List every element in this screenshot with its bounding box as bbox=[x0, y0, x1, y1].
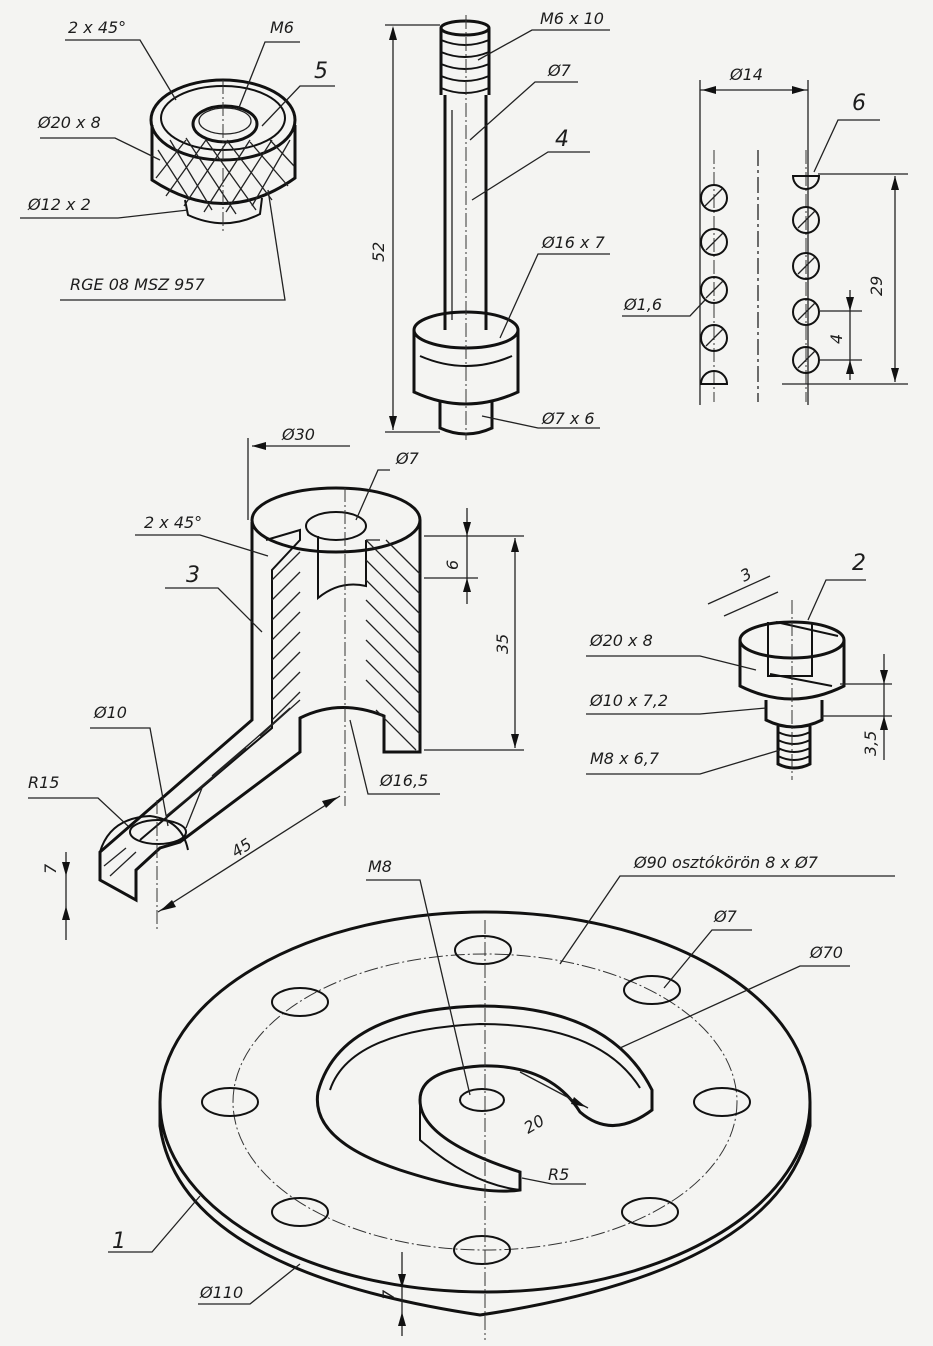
part3-thickness-label: 7 bbox=[41, 863, 60, 874]
part4-thread-label: M6 x 10 bbox=[540, 9, 604, 28]
part2-necklen-label: 3,5 bbox=[861, 731, 880, 756]
part3-bore-label: Ø7 bbox=[395, 449, 420, 468]
part4-number: 4 bbox=[555, 127, 569, 152]
part4-end-label: Ø7 x 6 bbox=[541, 409, 595, 428]
part6-length-label: 29 bbox=[867, 276, 886, 296]
part6-number: 6 bbox=[852, 91, 866, 116]
part3-armhole-label: Ø10 bbox=[93, 703, 127, 722]
part-5-knurled-nut bbox=[20, 39, 335, 301]
part3-inner-label: Ø16,5 bbox=[379, 771, 428, 790]
part1-thread-label: M8 bbox=[368, 857, 392, 876]
part3-counterbore-label: 6 bbox=[443, 560, 462, 570]
part5-thread-label: M6 bbox=[270, 18, 294, 37]
part-2-slotted-screw bbox=[586, 575, 892, 780]
part1-number: 1 bbox=[112, 1229, 126, 1254]
part2-thread-label: M8 x 6,7 bbox=[590, 749, 660, 768]
part1-slotwidth-label: 20 bbox=[521, 1111, 548, 1138]
part-6-spring bbox=[622, 80, 908, 405]
part2-neck-label: Ø10 x 7,2 bbox=[589, 691, 668, 710]
part5-knurl-label: Ø20 x 8 bbox=[37, 113, 101, 132]
part2-number: 2 bbox=[852, 551, 866, 576]
part3-number: 3 bbox=[186, 563, 200, 588]
part1-thickness-label: 7 bbox=[379, 1289, 398, 1300]
part5-spigot-label: Ø12 x 2 bbox=[27, 195, 91, 214]
part-4-shaft bbox=[385, 15, 610, 440]
part-1-base-plate bbox=[108, 875, 895, 1340]
part1-outer-label: Ø110 bbox=[199, 1283, 243, 1302]
part3-radius-label: R15 bbox=[28, 773, 59, 792]
part3-outer-label: Ø30 bbox=[281, 425, 315, 444]
part5-standard-label: RGE 08 MSZ 957 bbox=[70, 275, 206, 294]
part1-boltcircle-label: Ø90 osztókörön 8 x Ø7 bbox=[633, 853, 819, 872]
part1-radius-label: R5 bbox=[548, 1165, 569, 1184]
part2-head-label: Ø20 x 8 bbox=[589, 631, 653, 650]
part4-length-label: 52 bbox=[369, 242, 388, 262]
part2-slot-label: 3 bbox=[737, 564, 755, 586]
part-3-arm bbox=[28, 438, 524, 940]
part6-wire-label: Ø1,6 bbox=[623, 295, 662, 314]
part4-shaft-label: Ø7 bbox=[547, 61, 572, 80]
part6-width-label: Ø14 bbox=[729, 65, 763, 84]
part5-number: 5 bbox=[314, 59, 328, 84]
part4-collar-label: Ø16 x 7 bbox=[541, 233, 606, 252]
part3-armlength-label: 45 bbox=[228, 834, 255, 861]
part1-hole-label: Ø7 bbox=[713, 907, 738, 926]
part5-chamfer-label: 2 x 45° bbox=[68, 18, 126, 37]
part3-chamfer-label: 2 x 45° bbox=[144, 513, 202, 532]
part3-height-label: 35 bbox=[493, 634, 512, 654]
part6-pitch-label: 4 bbox=[827, 334, 846, 344]
part1-slot-label: Ø70 bbox=[809, 943, 843, 962]
